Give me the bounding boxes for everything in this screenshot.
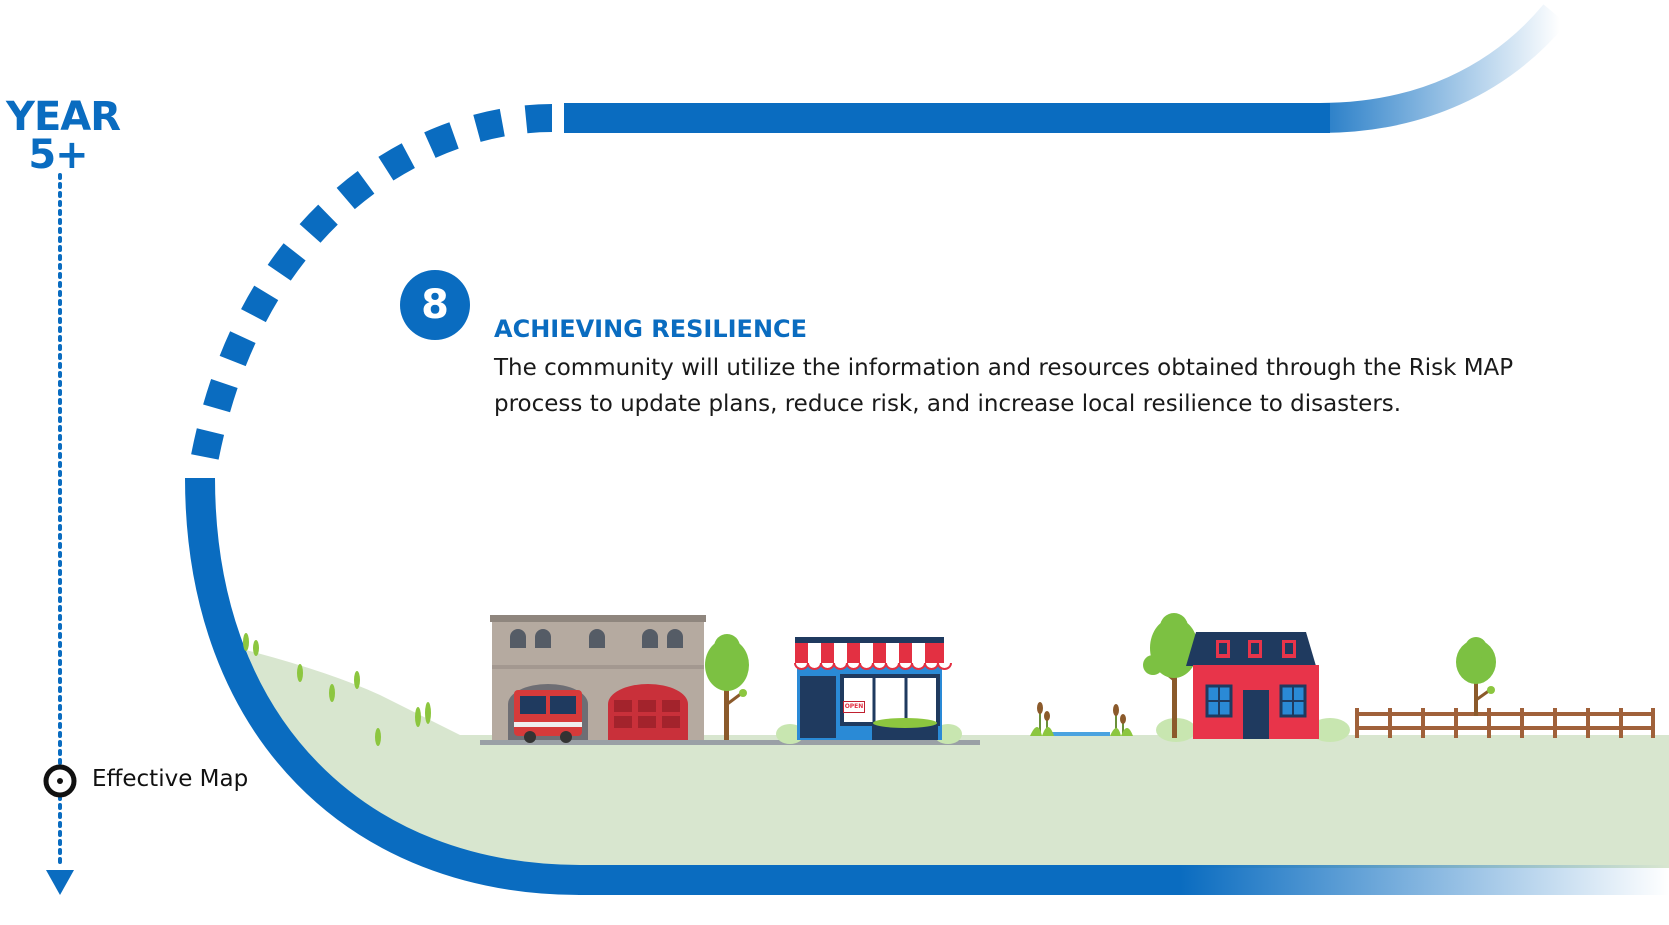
house-icon [1143, 613, 1350, 742]
cattail-icon [1030, 702, 1133, 736]
ground-area [246, 650, 1669, 868]
path-top-curve [1320, 14, 1555, 118]
milestone-label: Effective Map [92, 764, 248, 794]
timeline-arrow-icon [46, 870, 74, 895]
fence-icon [1355, 708, 1655, 738]
step-description: The community will utilize the informati… [494, 350, 1524, 422]
storefront-icon [776, 637, 962, 744]
shop-open-sign: OPEN [843, 701, 865, 713]
step-title: ACHIEVING RESILIENCE [494, 314, 807, 344]
tree-icon [1456, 637, 1496, 716]
path-dashed-arc [200, 118, 552, 485]
timeline-year-label: YEAR 5+ [6, 98, 110, 174]
fire-truck-icon [514, 690, 582, 743]
tree-icon [705, 634, 749, 740]
step-number-badge: 8 [400, 270, 470, 340]
